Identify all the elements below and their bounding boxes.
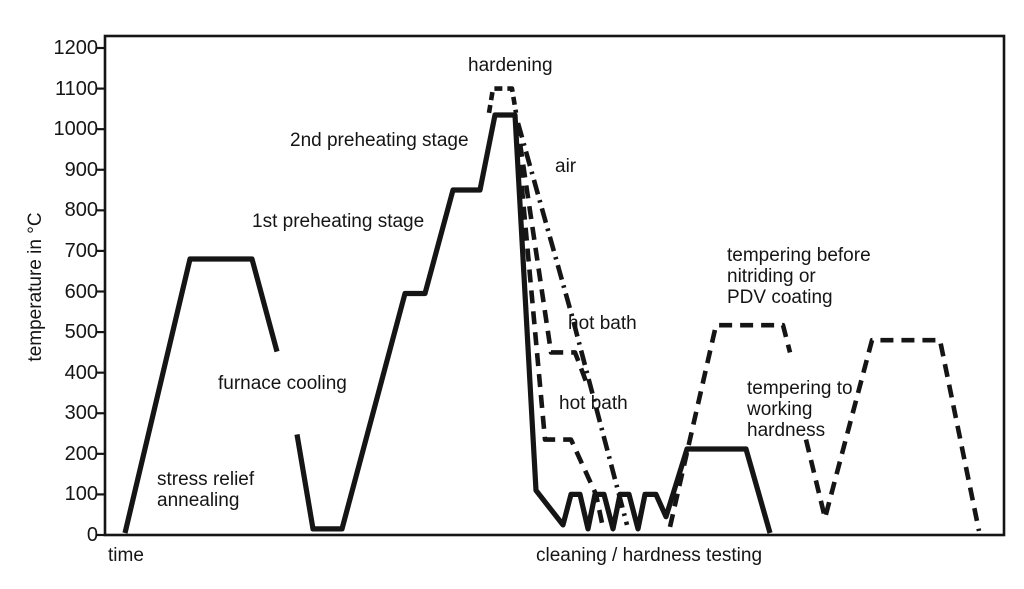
y-tick-label-200: 200 [64,442,98,465]
curve-2-dashed_fine [486,86,519,114]
y-tick-label-300: 300 [64,402,98,425]
label-hardening: hardening [468,55,553,76]
curve-6-dashed [667,322,793,528]
curve-7-dashed [803,337,982,532]
label-first-preheating-stage: 1st preheating stage [252,211,425,232]
y-tick-label-1000: 1000 [53,118,99,141]
curve-4-dashed [514,122,590,385]
label-hot-bath-upper: hot bath [568,313,637,334]
y-tick-label-700: 700 [64,239,98,262]
curve-3-dashdot [515,122,630,526]
y-tick-label-0: 0 [86,524,98,546]
y-tick-label-400: 400 [64,361,98,384]
y-tick-label-1200: 1200 [53,37,99,59]
y-tick-label-900: 900 [64,158,98,181]
label-stress-relief-annealing: stress relief annealing [157,469,255,511]
label-hot-bath-lower: hot bath [559,393,628,414]
label-tempering-before-nitriding: tempering before nitriding or PDV coatin… [727,245,871,308]
y-tick-label-500: 500 [64,321,98,344]
y-tick-label-100: 100 [64,483,98,506]
curve-1-solid [294,112,773,534]
label-second-preheating-stage: 2nd preheating stage [290,130,469,151]
label-furnace-cooling: furnace cooling [218,373,347,394]
x-axis-title: time [108,545,144,566]
label-air: air [555,156,577,177]
curve-5-dashed [513,122,606,529]
x-axis-note-cleaning-hardness-testing: cleaning / hardness testing [536,545,763,566]
curve-0-solid [122,256,280,534]
y-tick-label-600: 600 [64,280,98,303]
label-tempering-working-hardness: tempering to working hardness [747,378,853,441]
axes-frame [103,34,1006,537]
y-tick-label-800: 800 [64,199,98,222]
y-tick-label-1100: 1100 [54,77,98,100]
